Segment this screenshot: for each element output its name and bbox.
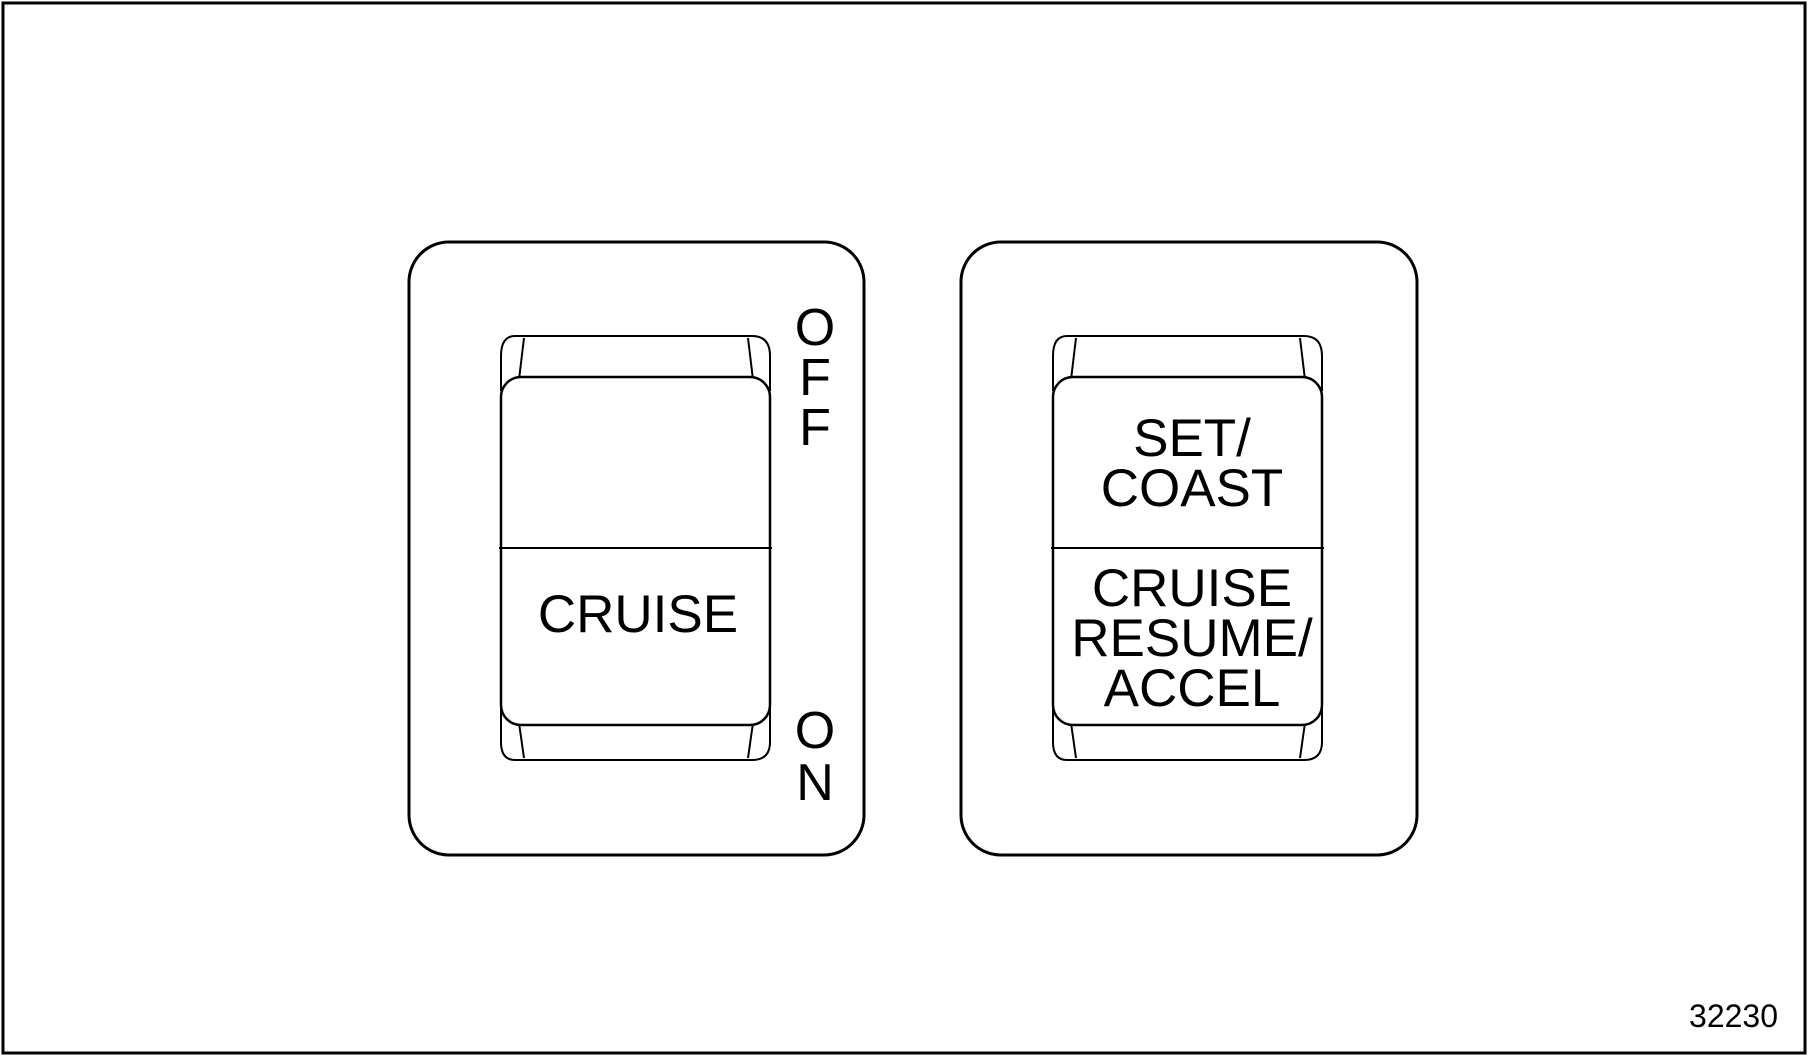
coast-label: COAST xyxy=(1101,459,1284,518)
rocker-bottom-lip xyxy=(500,699,771,761)
switch-bezel xyxy=(959,240,1419,857)
set-label: SET/ xyxy=(1133,409,1251,468)
off-letter-f2: F xyxy=(799,399,831,457)
figure-number: 32230 xyxy=(1689,998,1778,1034)
set-resume-switch[interactable]: SET/ COAST CRUISE RESUME/ ACCEL xyxy=(959,240,1419,857)
cruise-label: CRUISE xyxy=(538,585,738,644)
off-letter-f1: F xyxy=(799,349,831,407)
cruise-label: CRUISE xyxy=(1092,559,1292,618)
accel-label: ACCEL xyxy=(1104,659,1281,718)
switch-bezel xyxy=(407,240,866,857)
rocker-bottom-lip xyxy=(1052,699,1323,761)
on-letter-o: O xyxy=(795,702,835,760)
cruise-on-off-switch[interactable]: CRUISE O F F O N xyxy=(407,240,866,857)
off-letter-o: O xyxy=(795,299,835,357)
on-letter-n: N xyxy=(796,754,834,812)
rocker-face xyxy=(1051,375,1324,727)
rocker-face xyxy=(499,375,772,727)
resume-label: RESUME/ xyxy=(1071,609,1313,668)
